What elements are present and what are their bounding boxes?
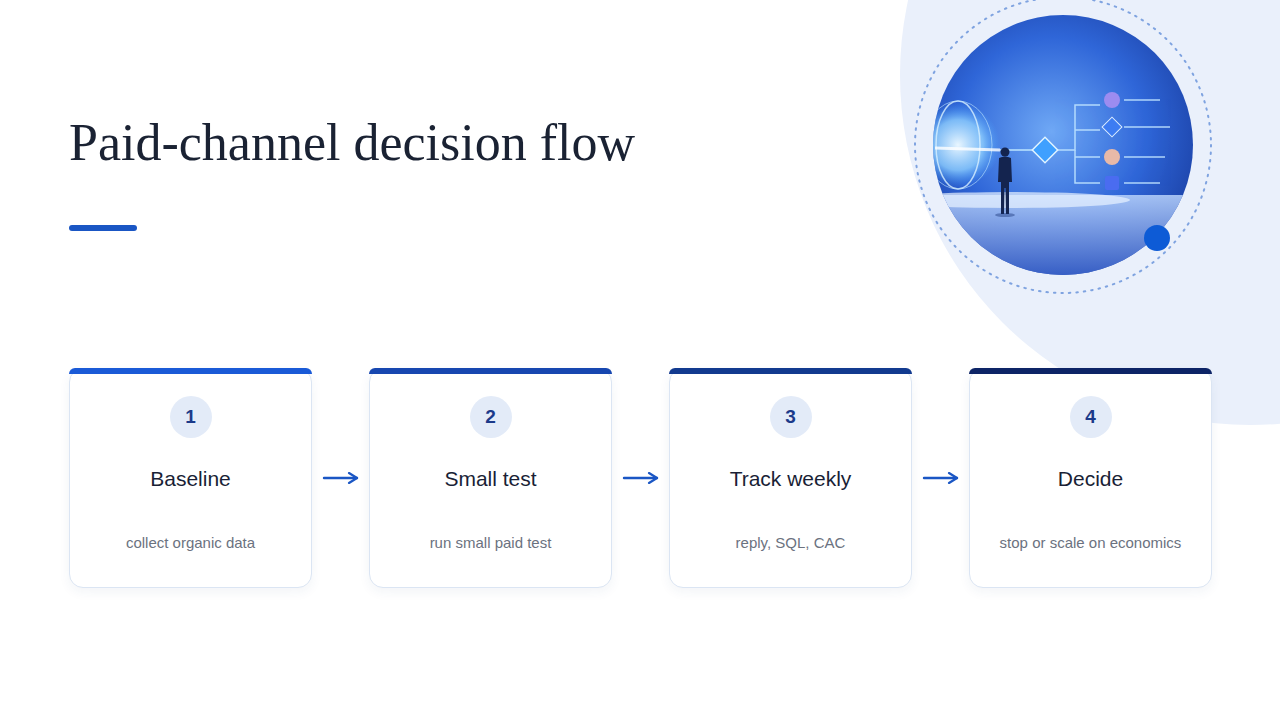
title-underline	[69, 225, 137, 231]
card-accent-bar	[969, 368, 1212, 374]
step-description: run small paid test	[378, 533, 603, 553]
step-card: Track weekly reply, SQL, CAC 3	[669, 368, 912, 588]
card-accent-bar	[369, 368, 612, 374]
step-heading: Decide	[978, 466, 1203, 491]
step-card: Decide stop or scale on economics 4	[969, 368, 1212, 588]
title: Paid-channel decision flow	[69, 112, 635, 174]
step-number: 3	[770, 396, 812, 438]
step-description: reply, SQL, CAC	[678, 533, 903, 553]
person-figure	[998, 148, 1012, 215]
step-number: 1	[170, 396, 212, 438]
step-number-circle: 2	[470, 396, 512, 438]
backdrop-circle	[900, 0, 1280, 425]
step-description: stop or scale on economics	[978, 533, 1203, 553]
flow-arrow	[624, 477, 657, 479]
dotted-ring	[915, 0, 1211, 293]
accent-dot	[1144, 225, 1170, 251]
card-accent-bar	[669, 368, 912, 374]
step-card: Small test run small paid test 2	[369, 368, 612, 588]
flow-arrow	[924, 477, 957, 479]
step-heading: Track weekly	[678, 466, 903, 491]
card-accent-bar	[69, 368, 312, 374]
step-heading: Baseline	[78, 466, 303, 491]
step-number: 4	[1070, 396, 1112, 438]
step-number-circle: 1	[170, 396, 212, 438]
step-number: 2	[470, 396, 512, 438]
step-description: collect organic data	[78, 533, 303, 553]
step-number-circle: 3	[770, 396, 812, 438]
flow-arrow	[324, 477, 357, 479]
step-number-circle: 4	[1070, 396, 1112, 438]
step-heading: Small test	[378, 466, 603, 491]
step-card: Baseline collect organic data 1	[69, 368, 312, 588]
picture	[890, 10, 1200, 285]
